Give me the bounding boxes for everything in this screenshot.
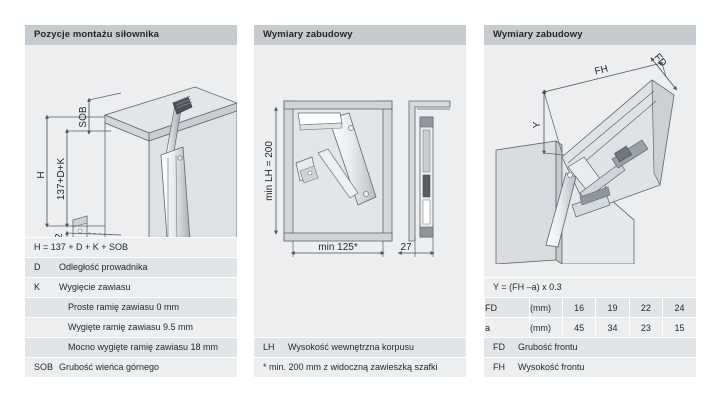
dim-min-width: min 125* bbox=[318, 242, 358, 253]
legend-text: Grubość wieńca górnego bbox=[59, 362, 160, 372]
panel-cabinet-dimensions-front: Wymiary zabudowy bbox=[254, 25, 466, 377]
legend-text: Wygięcie zawiasu bbox=[59, 282, 131, 292]
cell-value: 19 bbox=[595, 297, 630, 318]
legend-row: H = 137 + D + K + SOB bbox=[25, 237, 237, 257]
row-label: a bbox=[484, 317, 530, 337]
row-label: FD bbox=[484, 297, 530, 318]
legend-row: FH Wysokość frontu bbox=[484, 357, 696, 377]
figure-cabinet-front-view: min LH = 200 min 125* bbox=[254, 45, 466, 264]
legend-row: Mocno wygięte ramię zawiasu 18 mm bbox=[25, 337, 237, 357]
legend-text: Wygięte ramię zawiasu 9.5 mm bbox=[68, 322, 193, 332]
legend-cabinet-dimensions-side: Y = (FH –a) x 0.3 FD (mm) 16 19 22 24 a … bbox=[484, 277, 696, 377]
dim-min-lh: min LH = 200 bbox=[264, 141, 275, 201]
legend-row: D Odległość prowadnika bbox=[25, 257, 237, 277]
cell-value: 16 bbox=[561, 297, 596, 318]
legend-row: FD Grubość frontu bbox=[484, 337, 696, 357]
panel-title-mounting-positions: Pozycje montażu siłownika bbox=[25, 25, 237, 45]
cell-value: 34 bbox=[595, 317, 630, 337]
legend-key: D bbox=[34, 262, 41, 272]
legend-cabinet-dimensions-front: LH Wysokość wewnętrzna korpusu * min. 20… bbox=[254, 337, 466, 377]
legend-text: Odległość prowadnika bbox=[59, 262, 148, 272]
dim-fd: FD bbox=[652, 52, 669, 69]
dim-fh: FH bbox=[594, 64, 610, 78]
figure-mounting-positions: H 137+D+K SOB bbox=[25, 45, 237, 264]
spec-table: FD (mm) 16 19 22 24 a (mm) 45 34 23 15 bbox=[484, 297, 696, 337]
cell-value: 45 bbox=[561, 317, 596, 337]
legend-text: Mocno wygięte ramię zawiasu 18 mm bbox=[68, 342, 219, 352]
legend-key: FH bbox=[493, 362, 505, 372]
figure-cabinet-side-view: FH Y FD bbox=[484, 45, 696, 264]
legend-text: Wysokość frontu bbox=[518, 362, 585, 372]
cell-value: 22 bbox=[628, 297, 663, 318]
legend-row: LH Wysokość wewnętrzna korpusu bbox=[254, 337, 466, 357]
panel-mounting-positions: Pozycje montażu siłownika bbox=[25, 25, 237, 377]
table-row: a (mm) 45 34 23 15 bbox=[484, 317, 696, 337]
legend-text: Grubość frontu bbox=[518, 342, 578, 352]
panel-title-cabinet-dimensions-front: Wymiary zabudowy bbox=[254, 25, 466, 45]
dim-h: H bbox=[36, 171, 47, 178]
cell-value: 15 bbox=[662, 317, 696, 337]
row-unit: (mm) bbox=[529, 317, 563, 337]
legend-mounting-positions: H = 137 + D + K + SOB D Odległość prowad… bbox=[25, 237, 237, 377]
legend-row: Wygięte ramię zawiasu 9.5 mm bbox=[25, 317, 237, 337]
table-row: FD (mm) 16 19 22 24 bbox=[484, 297, 696, 318]
legend-row: K Wygięcie zawiasu bbox=[25, 277, 237, 297]
dim-formula-137dk: 137+D+K bbox=[56, 158, 67, 201]
row-unit: (mm) bbox=[529, 297, 563, 318]
legend-text: H = 137 + D + K + SOB bbox=[34, 242, 129, 252]
panel-title-cabinet-dimensions-side: Wymiary zabudowy bbox=[484, 25, 696, 45]
legend-row: Proste ramię zawiasu 0 mm bbox=[25, 297, 237, 317]
dim-y: Y bbox=[532, 121, 543, 128]
legend-key: K bbox=[34, 282, 41, 292]
dim-sob: SOB bbox=[78, 106, 89, 127]
legend-row: * min. 200 mm z widoczną zawieszką szafk… bbox=[254, 357, 466, 377]
legend-text: Proste ramię zawiasu 0 mm bbox=[68, 302, 180, 312]
dim-27: 27 bbox=[400, 242, 412, 253]
legend-key: LH bbox=[263, 342, 275, 352]
cell-value: 23 bbox=[628, 317, 663, 337]
formula-row: Y = (FH –a) x 0.3 bbox=[484, 277, 696, 297]
formula-text: Y = (FH –a) x 0.3 bbox=[493, 282, 562, 292]
cell-value: 24 bbox=[662, 297, 696, 318]
legend-key: SOB bbox=[34, 362, 54, 372]
legend-text: * min. 200 mm z widoczną zawieszką szafk… bbox=[263, 362, 438, 372]
legend-text: Wysokość wewnętrzna korpusu bbox=[288, 342, 414, 352]
legend-row: SOB Grubość wieńca górnego bbox=[25, 357, 237, 377]
legend-key: FD bbox=[493, 342, 505, 352]
panel-cabinet-dimensions-side: Wymiary zabudowy bbox=[484, 25, 696, 377]
